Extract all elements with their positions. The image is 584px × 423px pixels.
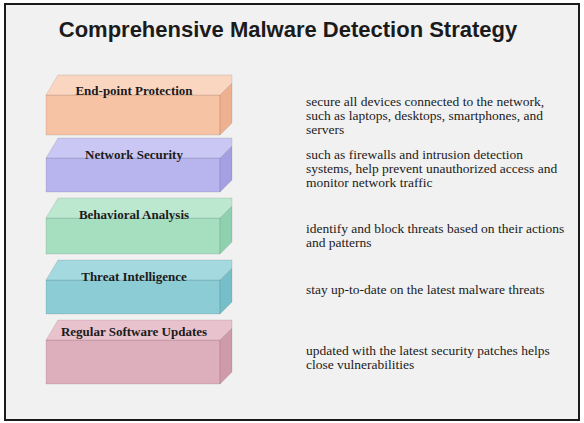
block-outline bbox=[44, 196, 234, 256]
layer-heading: End-point Protection bbox=[46, 83, 222, 98]
block-outline bbox=[44, 258, 234, 316]
strategy-layer: Behavioral Analysis identify and block th… bbox=[44, 196, 574, 256]
layer-block: Threat Intelligence bbox=[44, 258, 234, 316]
layer-heading: Network Security bbox=[46, 147, 222, 162]
block-face bbox=[46, 320, 232, 340]
block-face bbox=[46, 158, 220, 192]
layer-description: identify and block threats based on thei… bbox=[306, 222, 568, 250]
layer-block: Behavioral Analysis bbox=[44, 196, 234, 256]
layer-heading: Regular Software Updates bbox=[46, 324, 222, 339]
layer-heading: Threat Intelligence bbox=[46, 269, 222, 284]
strategy-layer: Threat Intelligence stay up-to-date on th… bbox=[44, 258, 574, 316]
block-outline bbox=[44, 136, 234, 194]
layer-description: updated with the latest security patches… bbox=[306, 344, 568, 372]
diagram-title: Comprehensive Malware Detection Strategy bbox=[0, 17, 576, 43]
block-outline bbox=[44, 73, 234, 137]
layer-heading: Behavioral Analysis bbox=[46, 207, 222, 222]
layer-block: Regular Software Updates bbox=[44, 318, 234, 386]
block-face bbox=[46, 340, 220, 384]
layer-description: stay up-to-date on the latest malware th… bbox=[306, 283, 568, 297]
layer-description: such as firewalls and intrusion detectio… bbox=[306, 148, 568, 190]
layer-block: Network Security bbox=[44, 136, 234, 194]
block-face bbox=[46, 280, 220, 314]
block-face bbox=[46, 218, 220, 254]
strategy-layer: Regular Software Updates updated with the… bbox=[44, 318, 574, 386]
strategy-layer: Network Security such as firewalls and in… bbox=[44, 136, 574, 194]
layer-description: secure all devices connected to the netw… bbox=[306, 95, 568, 137]
layer-block: End-point Protection bbox=[44, 73, 234, 137]
block-face bbox=[46, 95, 220, 135]
strategy-layer: End-point Protection secure all devices c… bbox=[44, 73, 574, 137]
